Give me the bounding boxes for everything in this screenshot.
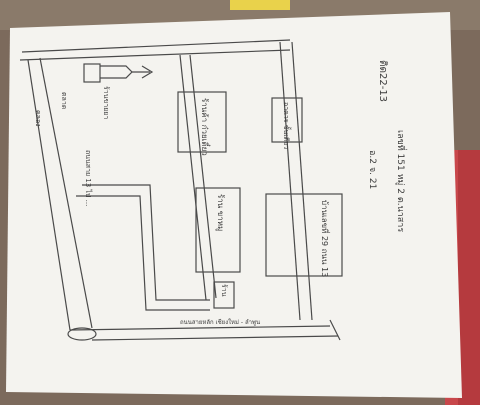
- label-bottom-road: ถนนสายหลัก เชียงใหม่ - ลำพูน: [180, 318, 260, 326]
- box-house: [265, 193, 343, 277]
- pencil-drawing: [19, 39, 343, 341]
- label-heading: ติด22-13: [377, 60, 388, 102]
- label-canal: คลอง: [34, 110, 42, 127]
- label-box-top-left: ร้านค้า ก๋วยเตี๋ยว: [200, 98, 211, 156]
- box-mid-left: [195, 187, 241, 273]
- canal-end: [67, 327, 97, 341]
- box-right-small: [271, 97, 303, 143]
- label-box-mid-left: ร้าน ขาหมู: [215, 194, 225, 231]
- label-address-1: เลขที่ 151 หมู่ 2 ต.นาสาร: [395, 130, 408, 232]
- sketch-icon: [83, 63, 101, 83]
- label-house: บ้านเลขที่ 29 ถนน 13: [320, 200, 331, 277]
- box-top-left: [177, 91, 227, 153]
- label-box-bottom-small: ร้าน: [220, 284, 228, 297]
- label-road: ถนนสาย 13 ไป ...: [84, 150, 93, 206]
- sketch-labels: ติด22-13 เลขที่ 151 หมู่ 2 ต.นาสาร อ.2 จ…: [34, 60, 408, 326]
- label-left-1: ร้านขายยา: [102, 86, 110, 119]
- box-bottom-small: [213, 281, 235, 309]
- label-address-2: อ.2 จ. 21: [367, 150, 377, 189]
- label-left-2: ตลาด: [60, 92, 68, 109]
- yellow-tape: [230, 0, 290, 10]
- label-box-right-small: อาคาร ชั้นเดียว: [282, 102, 293, 149]
- paper-sheet: [6, 12, 462, 398]
